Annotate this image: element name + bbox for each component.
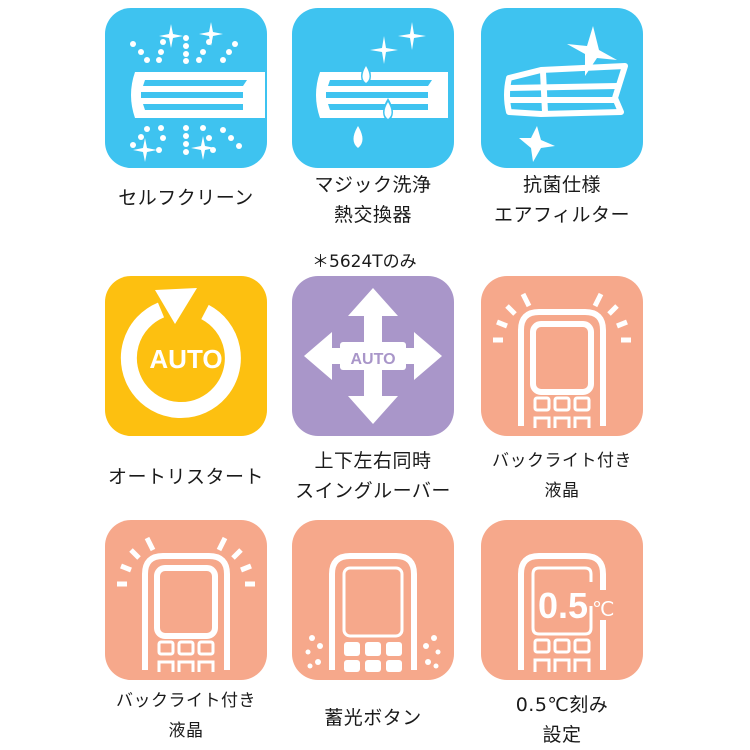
auto-restart-icon: AUTO (120, 288, 241, 419)
swing-louver-tile: AUTO (292, 276, 454, 436)
half-degree-tile: 0.5 ℃ (481, 520, 643, 680)
backlight-lcd-tile-1 (481, 276, 643, 436)
backlight-lcd-tile-2 (105, 520, 267, 680)
antibacterial-filter-label: 抗菌仕様 エアフィルター (493, 174, 631, 226)
auto-badge: AUTO (350, 351, 395, 368)
remote-backlight-icon (493, 292, 631, 428)
model-note: ＊5624Tのみ (312, 252, 417, 272)
remote-glow-buttons-icon (305, 553, 441, 672)
magic-wash-tile (292, 8, 454, 168)
temperature-value: 0.5 (538, 585, 588, 626)
four-way-arrows-icon: AUTO (304, 288, 442, 424)
remote-backlight-icon (117, 536, 255, 672)
backlight-lcd-label-1: バックライト付き 液晶 (492, 451, 632, 501)
self-clean-label: セルフクリーン (118, 187, 254, 209)
remote-temperature-icon: 0.5 ℃ (518, 553, 614, 672)
aircon-sparkle-icon (130, 22, 265, 162)
celsius-unit: ℃ (592, 599, 614, 621)
antibacterial-filter-tile (481, 8, 643, 168)
auto-restart-tile: AUTO (105, 276, 267, 436)
aircon-droplet-icon (316, 22, 448, 148)
backlight-lcd-label-2: バックライト付き 液晶 (116, 691, 256, 741)
filter-sparkle-icon (504, 26, 628, 162)
half-degree-label: 0.5℃刻み 設定 (515, 694, 609, 746)
self-clean-tile (105, 8, 267, 168)
auto-restart-label: オートリスタート (107, 466, 264, 488)
magic-wash-label: マジック洗浄 熱交換器 (314, 174, 432, 226)
luminous-buttons-label: 蓄光ボタン (324, 707, 422, 729)
auto-badge: AUTO (149, 344, 222, 374)
swing-louver-label: 上下左右同時 スイングルーバー (295, 450, 451, 502)
luminous-buttons-tile (292, 520, 454, 680)
